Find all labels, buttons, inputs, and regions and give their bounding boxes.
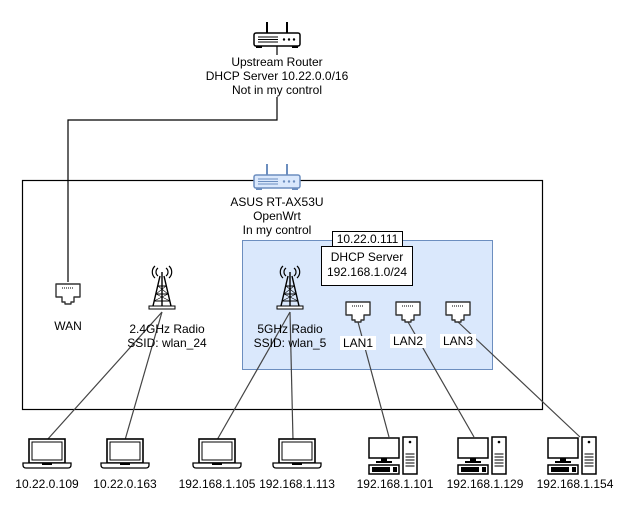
client-ip-label: 192.168.1.129: [440, 477, 530, 491]
lan2-label: LAN2: [390, 334, 426, 348]
dhcp-server-title: DHCP Server: [330, 250, 404, 264]
radio-5-label: 5GHz Radio SSID: wlan_5: [240, 322, 340, 350]
radio-24-ssid: SSID: wlan_24: [127, 336, 207, 350]
desktop-icon: [547, 436, 597, 475]
radio-5-band: 5GHz Radio: [257, 322, 323, 336]
dhcp-server-box: DHCP Server 192.168.1.0/24: [321, 246, 413, 286]
client-ip: 10.22.0.163: [93, 477, 157, 491]
client-ip-label: 10.22.0.163: [80, 477, 170, 491]
lan3-label: LAN3: [440, 334, 476, 348]
link-5-client1: [216, 311, 291, 441]
upstream-router-icon: [253, 21, 301, 49]
laptop-icon: [22, 438, 72, 469]
client-ip: 192.168.1.154: [536, 477, 614, 491]
radio-24-label: 2.4GHz Radio SSID: wlan_24: [112, 322, 222, 350]
desktop-icon: [368, 436, 418, 475]
asus-router-label: ASUS RT-AX53U OpenWrt In my control: [187, 195, 367, 237]
laptop-icon: [192, 438, 242, 469]
asus-router-model: ASUS RT-AX53U: [230, 195, 324, 209]
lan1-label: LAN1: [340, 336, 376, 350]
client-ip: 10.22.0.109: [15, 477, 79, 491]
client-ip-label: 192.168.1.105: [172, 477, 262, 491]
link-lan3: [457, 321, 581, 438]
laptop-icon: [272, 438, 322, 469]
client-ip: 192.168.1.129: [446, 477, 524, 491]
upstream-router-control: Not in my control: [177, 83, 377, 97]
lan1-text: LAN1: [340, 336, 376, 350]
upstream-router-label: Upstream Router DHCP Server 10.22.0.0/16…: [177, 55, 377, 97]
lan3-text: LAN3: [440, 334, 476, 348]
asus-router-firmware: OpenWrt: [253, 209, 301, 223]
client-ip-label: 192.168.1.154: [530, 477, 620, 491]
wan-ip: 10.22.0.111: [336, 232, 399, 246]
radio-24-band: 2.4GHz Radio: [129, 322, 205, 336]
client-ip: 192.168.1.101: [356, 477, 434, 491]
client-ip-label: 10.22.0.109: [2, 477, 92, 491]
link-5-client2: [289, 311, 294, 441]
client-ip: 192.168.1.105: [178, 477, 256, 491]
asus-router-icon: [253, 163, 301, 191]
asus-router-control: In my control: [242, 223, 312, 237]
upstream-router-name: Upstream Router: [177, 55, 377, 69]
laptop-icon: [100, 438, 150, 469]
lan2-text: LAN2: [390, 334, 426, 348]
client-ip: 192.168.1.113: [259, 477, 335, 491]
desktop-icon: [457, 436, 507, 475]
radio-5-ssid: SSID: wlan_5: [253, 336, 327, 350]
client-ip-label: 192.168.1.101: [350, 477, 440, 491]
wan-port-text: WAN: [54, 319, 82, 333]
upstream-router-dhcp: DHCP Server 10.22.0.0/16: [177, 69, 377, 83]
link-24-client2: [124, 311, 163, 441]
link-24-client1: [46, 311, 163, 441]
dhcp-server-subnet: 192.168.1.0/24: [326, 265, 408, 279]
wan-port-label: WAN: [43, 319, 93, 333]
client-ip-label: 192.168.1.113: [252, 477, 342, 491]
